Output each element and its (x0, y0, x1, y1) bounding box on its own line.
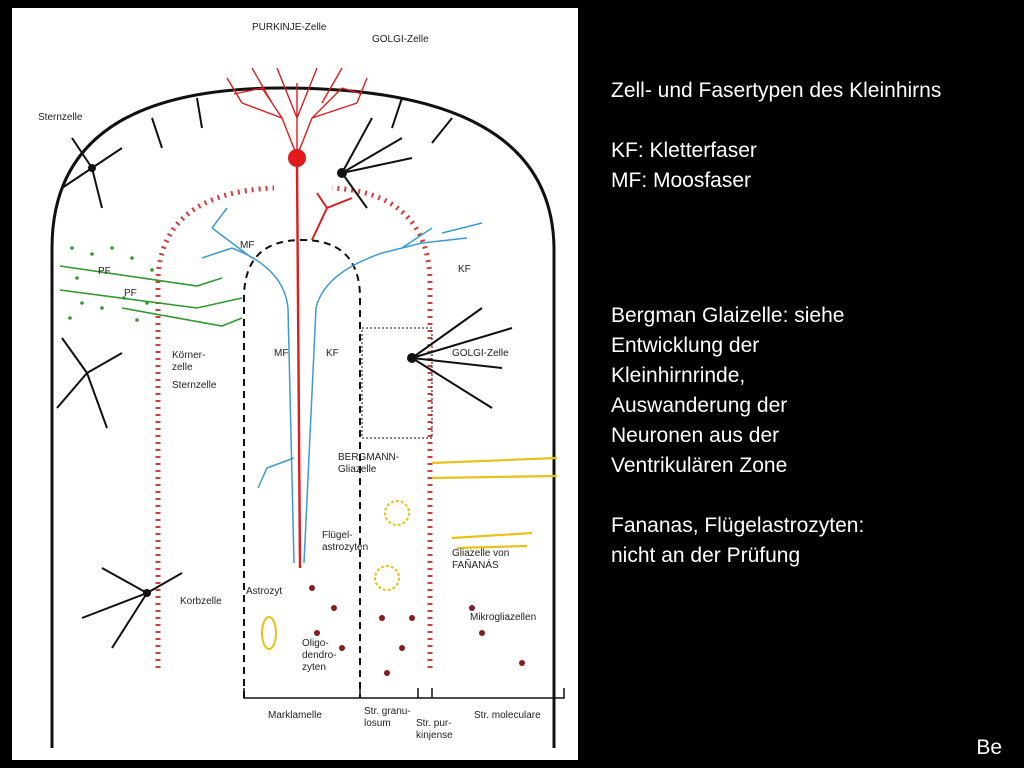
cerebellum-diagram: PURKINJE-Zelle GOLGI-Zelle Sternzelle MF… (12, 8, 578, 760)
label-mikroglia: Mikrogliazellen (470, 612, 536, 623)
mf-legend: MF: Moosfaser (611, 169, 752, 192)
label-koerner-1: Körner- (172, 350, 205, 361)
stellate-soma (88, 164, 96, 172)
bergman-line: Kleinhirnrinde, (611, 364, 746, 387)
basket-soma (143, 589, 151, 597)
golgi-dendrite-mesh (361, 327, 433, 439)
bergmann-glia (431, 456, 558, 550)
label-granulosum-1: Str. granu- (364, 706, 411, 717)
label-fluegel-1: Flügel- (322, 530, 353, 541)
purkinje-axon (295, 165, 302, 569)
label-koerner-2: zelle (172, 362, 193, 373)
climbing-branch (311, 192, 353, 241)
label-sternzelle-mid: Sternzelle (172, 380, 217, 391)
label-oligo-1: Oligo- (302, 638, 329, 649)
cerebellum-svg: PURKINJE-Zelle GOLGI-Zelle Sternzelle MF… (38, 22, 565, 748)
bergman-line: Entwicklung der (611, 334, 760, 357)
label-bergmann-1: BERGMANN- (338, 452, 399, 463)
label-purkinjense-2: kinjense (416, 730, 453, 741)
label-korbzelle: Korbzelle (180, 596, 222, 607)
bergman-line: Neuronen aus der (611, 424, 780, 447)
label-purkinjense-1: Str. pur- (416, 718, 452, 729)
label-marklamelle: Marklamelle (268, 710, 322, 721)
oligodendrocytes (309, 585, 525, 676)
astrozyt-body (261, 616, 277, 650)
layer-brackets (243, 688, 565, 699)
label-bergmann-2: Gliazelle (338, 464, 377, 475)
parallel-fibers (59, 265, 243, 327)
label-fananas-1: Gliazelle von (452, 548, 509, 559)
label-fananas-2: FAÑANÁS (452, 558, 499, 571)
purkinje-dendrites (226, 67, 368, 157)
label-astrozyt: Astrozyt (246, 586, 282, 597)
label-oligo-3: zyten (302, 662, 326, 673)
outer-arch (50, 86, 556, 748)
label-pf-1: PF (98, 266, 111, 277)
purkinje-soma (288, 149, 306, 167)
label-pf-2: PF (124, 288, 137, 299)
label-kf-top: KF (458, 264, 471, 275)
legend-block: Zell- und Fasertypen des Kleinhirns KF: … (611, 76, 941, 196)
granule-dots (68, 246, 154, 322)
label-granulosum-2: losum (364, 718, 391, 729)
fananas-line: Fananas, Flügelastrozyten: (611, 514, 865, 537)
corner-text: Be (976, 736, 1002, 759)
bergman-note: Bergman Glaizelle: siehe Entwicklung der… (611, 301, 864, 571)
purkinje-layer-right (331, 185, 433, 668)
bergman-line: Ventrikulären Zone (611, 454, 788, 477)
label-mf-mid: MF (274, 348, 288, 359)
label-fluegel-2: astrozyten (322, 542, 368, 553)
golgi-soma-right (407, 353, 417, 363)
label-oligo-2: dendro- (302, 650, 336, 661)
label-golgi-right: GOLGI-Zelle (452, 348, 509, 359)
purkinje-layer-left (155, 185, 275, 668)
bergman-line: Bergman Glaizelle: siehe (611, 304, 845, 327)
label-mf-top: MF (240, 240, 254, 251)
label-golgi-top: GOLGI-Zelle (372, 34, 429, 45)
golgi-soma-top (337, 168, 347, 178)
label-moleculare: Str. moleculare (474, 710, 541, 721)
slide-title: Zell- und Fasertypen des Kleinhirns (611, 79, 942, 102)
black-neurons (56, 97, 513, 649)
mossy-fibers (201, 207, 483, 564)
label-purkinje: PURKINJE-Zelle (252, 22, 327, 33)
fluegel-astrozyt-2 (374, 565, 400, 591)
label-kf-mid: KF (326, 348, 339, 359)
kf-legend: KF: Kletterfaser (611, 139, 757, 162)
fananas-line: nicht an der Prüfung (611, 544, 801, 567)
marklamelle-outline (243, 238, 361, 698)
fluegel-astrozyt-1 (384, 500, 410, 526)
label-sternzelle-top: Sternzelle (38, 112, 83, 123)
bergman-line: Auswanderung der (611, 394, 788, 417)
